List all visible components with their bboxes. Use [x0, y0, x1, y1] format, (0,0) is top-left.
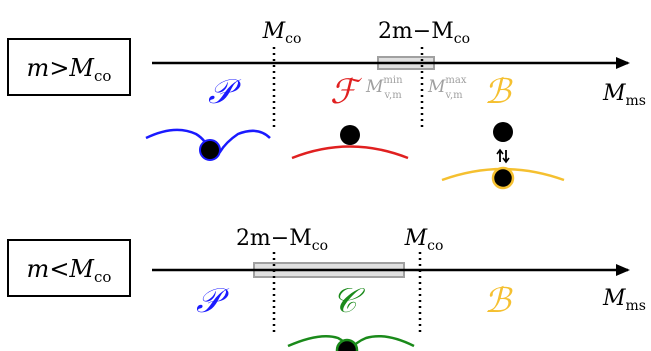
- condition-box-bottom: [7, 239, 131, 297]
- region-letter-top-2: ℱ: [330, 72, 363, 112]
- ball-b-top: [491, 166, 515, 190]
- marker-label-left-top: Mco: [262, 19, 302, 47]
- region-letter-top-1: 𝒫: [208, 72, 242, 112]
- ball-hill-top: [340, 125, 360, 145]
- ball-well-top: [199, 139, 221, 161]
- bottom-panel: m<Mco Mms 2m−Mco Mco 𝒫 𝒞 ℬ: [7, 226, 646, 351]
- axis-label-top: Mms: [602, 81, 646, 109]
- region-letter-bottom-1: 𝒫: [196, 281, 230, 321]
- marker-label-right-top: 2m−Mco: [378, 19, 470, 47]
- ball-well-bottom: [335, 338, 359, 351]
- marker-label-left-bottom: 2m−Mco: [236, 226, 328, 254]
- potential-well-top: [145, 128, 271, 161]
- marker-label-right-bottom: Mco: [404, 226, 444, 254]
- ball-floating-top: [493, 122, 513, 142]
- condition-label-bottom: m<Mco: [27, 255, 112, 286]
- region-letter-bottom-3: ℬ: [484, 281, 513, 321]
- region-letter-bottom-2: 𝒞: [332, 281, 366, 321]
- condition-box-top: [7, 38, 131, 96]
- region-letter-top-3: ℬ: [484, 72, 513, 112]
- potential-hill-top: [291, 125, 409, 160]
- potential-b-top: [441, 122, 565, 190]
- axis-label-bottom: Mms: [602, 286, 646, 314]
- potential-well-bottom: [287, 335, 415, 351]
- condition-label-top: m>Mco: [27, 54, 112, 85]
